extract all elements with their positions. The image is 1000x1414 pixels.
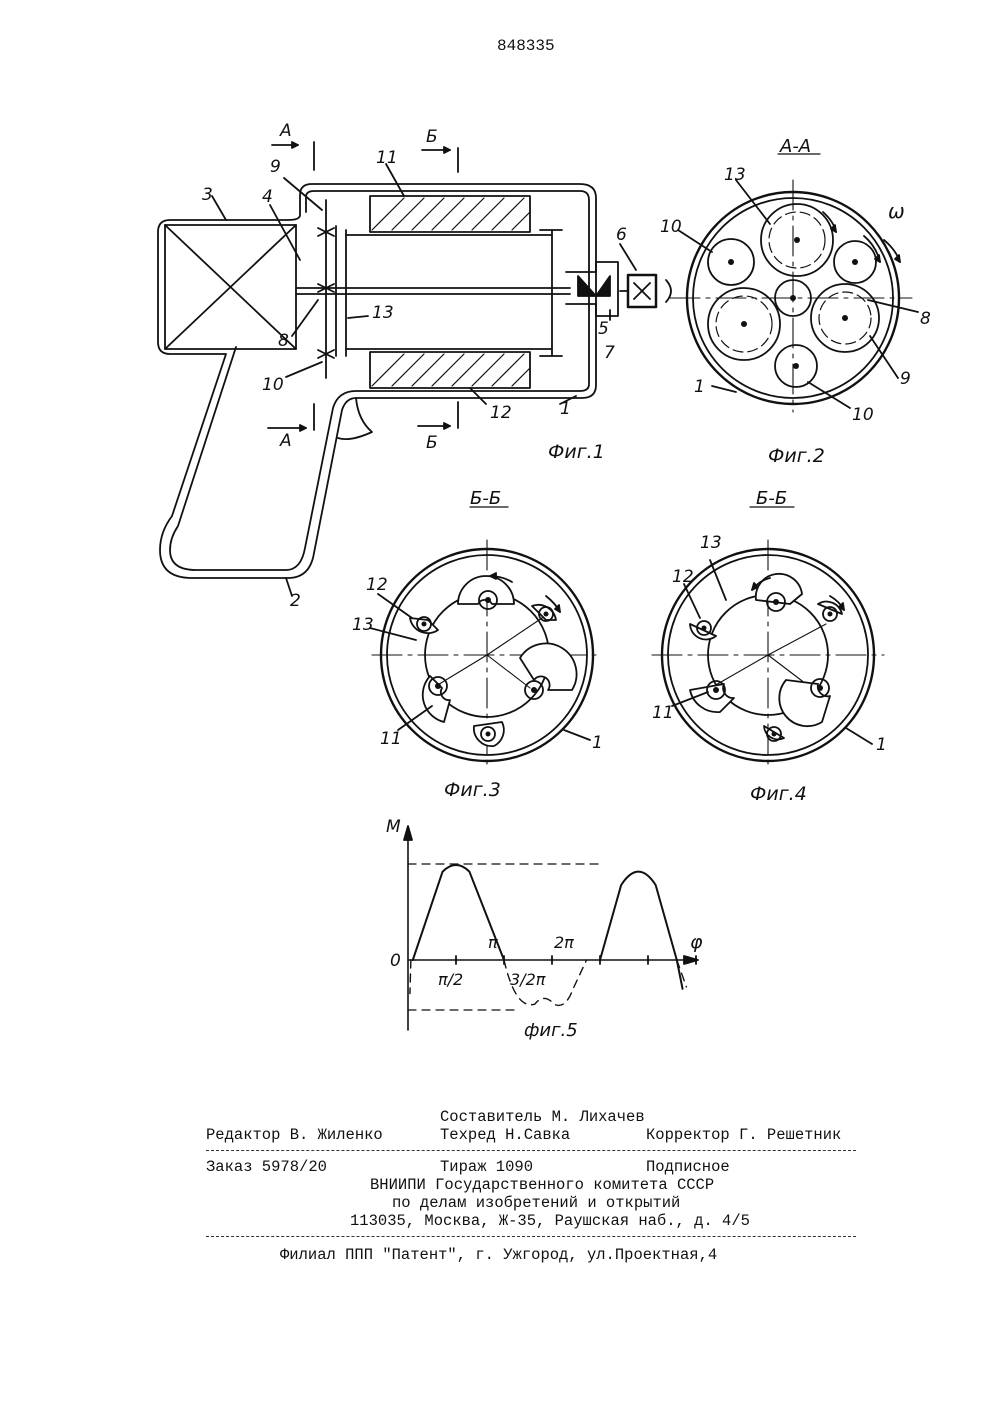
fig4-drawing bbox=[652, 507, 884, 770]
fig3-drawing bbox=[370, 507, 602, 770]
colophon-branch: Филиал ППП "Патент", г. Ужгород, ул.Прое… bbox=[280, 1246, 717, 1264]
colophon-address: 113035, Москва, Ж-35, Раушская наб., д. … bbox=[350, 1212, 750, 1230]
magnet-block-12 bbox=[370, 352, 530, 388]
fig1-drawing bbox=[158, 142, 671, 596]
fig2-label-13: 13 bbox=[724, 165, 746, 185]
fig1-label-10: 10 bbox=[262, 375, 284, 395]
fig1-section-b-top: Б bbox=[426, 127, 438, 147]
fig4-label-12: 12 bbox=[672, 567, 694, 587]
fig2-label-9: 9 bbox=[900, 369, 911, 389]
fig5-y-label: M bbox=[386, 817, 401, 837]
fig3-caption: Фиг.3 bbox=[444, 779, 501, 801]
fig3-label-1: 1 bbox=[592, 733, 603, 753]
fig4-caption: Фиг.4 bbox=[750, 783, 807, 805]
fig2-label-8: 8 bbox=[920, 309, 931, 329]
fig5-tick-pi-half: π/2 bbox=[438, 970, 463, 989]
colophon-corrector: Корректор Г. Решетник bbox=[646, 1126, 841, 1144]
fig1-label-13: 13 bbox=[372, 303, 394, 323]
colophon-affairs: по делам изобретений и открытий bbox=[392, 1194, 680, 1212]
fig2-caption: Фиг.2 bbox=[768, 445, 825, 467]
fig1-label-12: 12 bbox=[490, 403, 512, 423]
fig3-title: Б-Б bbox=[470, 488, 501, 509]
fig5-origin: 0 bbox=[390, 951, 401, 971]
fig5-tick-two-pi: 2π bbox=[554, 933, 574, 952]
fig1-label-2: 2 bbox=[290, 591, 301, 611]
colophon-institute: ВНИИПИ Государственного комитета СССР bbox=[370, 1176, 714, 1194]
fig3-label-11: 11 bbox=[380, 729, 402, 749]
fig5-caption: фиг.5 bbox=[524, 1020, 578, 1041]
fig1-label-7: 7 bbox=[604, 343, 615, 363]
fig5-plot bbox=[404, 826, 698, 1030]
magnet-block-11 bbox=[370, 196, 530, 232]
fig1-label-6: 6 bbox=[616, 225, 627, 245]
fig3-label-12: 12 bbox=[366, 575, 388, 595]
fig2-label-10-bottom: 10 bbox=[852, 405, 874, 425]
fig4-title: Б-Б bbox=[756, 488, 787, 509]
fig1-label-4: 4 bbox=[262, 187, 273, 207]
fig2-title: А-А bbox=[779, 136, 811, 157]
fig2-drawing bbox=[670, 154, 918, 412]
fig2-omega: ω bbox=[888, 199, 905, 223]
fig1-caption: Фиг.1 bbox=[548, 441, 605, 463]
colophon-circulation: Тираж 1090 bbox=[440, 1158, 533, 1176]
fig4-label-1: 1 bbox=[876, 735, 887, 755]
fig1-label-11: 11 bbox=[376, 148, 398, 168]
fig5-tick-pi: π bbox=[488, 933, 498, 952]
colophon-divider-2 bbox=[206, 1236, 856, 1237]
fig1-section-a-top: А bbox=[279, 121, 292, 141]
fig1-label-1: 1 bbox=[560, 399, 571, 419]
fig4-label-13: 13 bbox=[700, 533, 722, 553]
colophon-compiler: Составитель М. Лихачев bbox=[440, 1108, 645, 1126]
fig1-section-a-bottom: А bbox=[279, 431, 292, 451]
fig1-label-9: 9 bbox=[270, 157, 281, 177]
colophon-order: Заказ 5978/20 bbox=[206, 1158, 327, 1176]
fig1-label-5: 5 bbox=[598, 319, 609, 339]
colophon-editor: Редактор В. Жиленко bbox=[206, 1126, 383, 1144]
fig1-label-3: 3 bbox=[202, 185, 213, 205]
fig5-x-label: φ bbox=[690, 931, 703, 953]
fig5-tick-three-half-pi: 3/2π bbox=[510, 970, 546, 989]
fig2-label-1: 1 bbox=[694, 377, 705, 397]
fig2-label-10-top: 10 bbox=[660, 217, 682, 237]
colophon-divider-1 bbox=[206, 1150, 856, 1151]
fig4-label-11: 11 bbox=[652, 703, 674, 723]
fig1-section-b-bottom: Б bbox=[426, 433, 438, 453]
fig3-label-13: 13 bbox=[352, 615, 374, 635]
colophon-techred: Техред Н.Савка bbox=[440, 1126, 570, 1144]
drawings: 3 4 9 11 13 8 10 12 1 5 7 6 2 А А Б Б Фи… bbox=[0, 0, 1000, 1100]
colophon-subscription: Подписное bbox=[646, 1158, 730, 1176]
fig1-label-8: 8 bbox=[278, 331, 289, 351]
